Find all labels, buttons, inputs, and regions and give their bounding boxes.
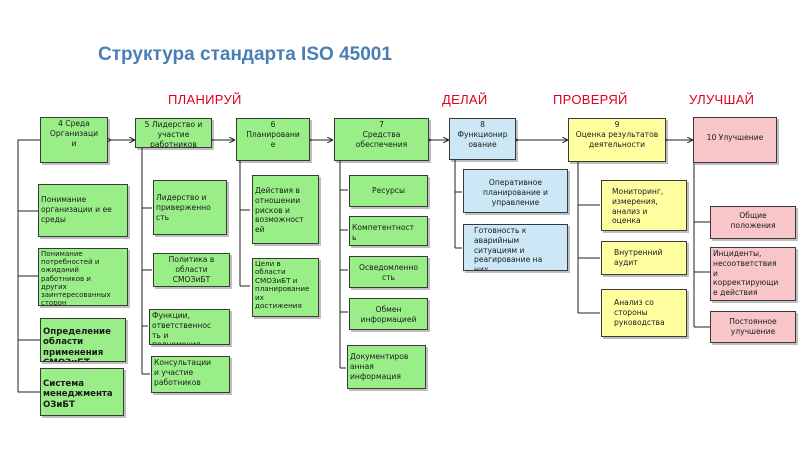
box-6-planning: 6 Планировани е: [236, 118, 310, 161]
box-8-operation: 8 Функционир ование: [449, 118, 516, 160]
box-5-3-roles-responsibilities: Функции, ответственнос ть и полномочия: [149, 309, 230, 345]
box-4-context: 4 Среда Организаци и: [40, 117, 108, 163]
box-4-2-needs-expectations: Понимание потребностей и ожиданий работн…: [38, 248, 128, 306]
box-10-improvement: 10 Улучшение: [693, 117, 777, 163]
box-7-5-documented-information: Документиров анная информация: [347, 345, 426, 389]
box-5-2-policy: Политика в области СМОЗиБТ: [153, 253, 230, 287]
box-7-4-communication: Обмен информацией: [349, 298, 428, 330]
box-7-1-resources: Ресурсы: [349, 175, 428, 207]
box-4-1-understanding-organization: Понимание организации и ее среды: [38, 184, 128, 237]
box-6-1-risks-opportunities: Действия в отношении рисков и возможност…: [252, 175, 319, 244]
box-4-4-management-system: Система менеджмента ОЗиБТ: [40, 368, 124, 416]
phase-do-label: ДЕЛАЙ: [442, 92, 488, 107]
box-9-1-monitoring: Мониторинг, измерения, анализ и оценка: [601, 180, 687, 231]
diagram-title: Структура стандарта ISO 45001: [98, 44, 392, 65]
box-4-3-scope: Определение области применения СМОЗиБТ: [40, 318, 126, 362]
box-8-1-operational-planning: Оперативное планирование и управление: [463, 169, 568, 213]
phase-act-label: УЛУЧШАЙ: [689, 92, 755, 107]
box-9-2-internal-audit: Внутренний аудит: [601, 241, 687, 275]
box-10-1-general: Общие положения: [710, 206, 796, 239]
box-6-2-objectives: Цели в области СМОЗиБТ и планирование их…: [252, 258, 319, 317]
box-7-3-awareness: Осведомленно сть: [349, 256, 428, 288]
box-7-support: 7 Средства обеспечения: [334, 118, 429, 161]
box-5-leadership: 5 Лидерство и участие работников: [135, 118, 212, 148]
box-10-3-continual-improvement: Постоянное улучшение: [710, 311, 796, 343]
box-9-3-management-review: Анализ со стороны руководства: [601, 289, 687, 337]
box-10-2-incidents-nonconformities: Инциденты, несоответствия и корректирующ…: [710, 247, 796, 301]
box-8-2-emergency-preparedness: Готовность к аварийным ситуациям и реаги…: [463, 224, 568, 271]
box-5-1-leadership-commitment: Лидерство и приверженно сть: [153, 180, 227, 235]
phase-plan-label: ПЛАНИРУЙ: [168, 92, 242, 107]
phase-check-label: ПРОВЕРЯЙ: [553, 92, 628, 107]
box-5-4-consultation: Консультации и участие работников: [151, 356, 230, 393]
box-9-performance-evaluation: 9 Оценка результатов деятельности: [568, 118, 666, 162]
box-7-2-competence: Компетентност ь: [349, 216, 428, 246]
